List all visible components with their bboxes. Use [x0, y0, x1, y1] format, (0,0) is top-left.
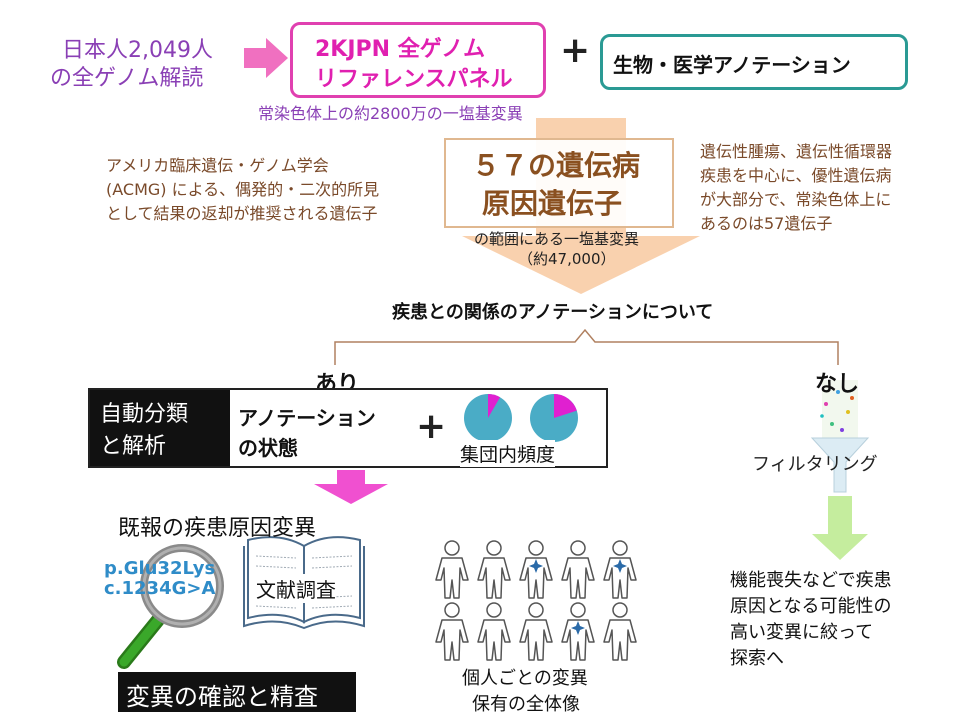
person-icon [561, 602, 595, 661]
right-note-line1: 遺伝性腫瘍、遺伝性循環器 [700, 142, 893, 161]
auto-label-block: 自動分類 と解析 [90, 390, 230, 466]
variants-line1: の範囲にある一塩基変異 [474, 230, 640, 248]
genes-line2: 原因遺伝子 [482, 187, 623, 220]
variant-cdna: c.1234G>A [104, 578, 216, 599]
variant-star-icon [613, 559, 627, 573]
no-label: なし [815, 372, 860, 397]
person-icon [519, 540, 553, 599]
right-note-line4: あるのは57遺伝子 [700, 214, 833, 233]
literature-label: 文献調査 [256, 574, 336, 603]
acmg-line3: として結果の返却が推奨される遺伝子 [106, 204, 378, 223]
narrow-line2: 原因となる可能性の [730, 596, 892, 617]
funnel-icon [810, 380, 870, 493]
plus-sign-top: + [560, 30, 591, 71]
panel-line2: リファレンスパネル [315, 67, 513, 92]
narrow-line3: 高い変異に絞って [730, 622, 874, 643]
state-line1: アノテーション [238, 406, 376, 430]
filtering-label: フィルタリング [752, 454, 878, 475]
genes-line1: ５７の遺伝病 [472, 149, 641, 182]
frequency-label: 集団内頻度 [460, 440, 556, 467]
annotation-question: 疾患との関係のアノテーションについて [392, 302, 714, 323]
people-line1: 個人ごとの変異 [462, 668, 588, 689]
narrow-line4: 探索へ [730, 648, 784, 669]
person-icon [477, 540, 511, 599]
acmg-line1: アメリカ臨床遺伝・ゲノム学会 [106, 156, 329, 175]
auto-analysis-box: 自動分類 と解析 アノテーション の状態 + 集団内頻度 [88, 388, 608, 468]
acmg-line2: (ACMG) による、偶発的・二次的所見 [106, 180, 380, 199]
right-note-line3: が大部分で、常染色体上に [700, 190, 892, 209]
pie-chart-icon-1 [464, 394, 512, 442]
source-line2: の全ゲノム解読 [50, 66, 204, 91]
right-note-line2: 疾患を中心に、優性遺伝病 [700, 166, 892, 185]
people-line2: 保有の全体像 [472, 694, 580, 715]
variant-star-icon [529, 559, 543, 573]
annotation-label: 生物・医学アノテーション [613, 53, 851, 77]
reference-panel-box: 2KJPN 全ゲノム リファレンスパネル [290, 22, 546, 98]
person-icon [477, 602, 511, 661]
auto-line2: と解析 [100, 434, 167, 459]
variants-line2: （約47,000） [518, 250, 616, 268]
state-line2: の状態 [238, 436, 298, 460]
variant-star-icon [571, 621, 585, 635]
source-line1: 日本人2,049人 [62, 38, 213, 63]
person-icon [603, 540, 637, 599]
frequency-pies [464, 394, 578, 442]
genes-box: ５７の遺伝病 原因遺伝子 [444, 138, 674, 228]
annotation-box: 生物・医学アノテーション [600, 34, 908, 90]
pie-chart-icon-2 [530, 394, 578, 442]
question-brace [334, 328, 839, 365]
magnifying-glass-icon [117, 544, 224, 669]
confirm-label: 変異の確認と精査 [126, 683, 318, 711]
variant-protein: p.Glu32Lys [104, 558, 216, 579]
person-icon [435, 540, 469, 599]
person-icon [435, 602, 469, 661]
known-variants-label: 既報の疾患原因変異 [118, 516, 317, 541]
pink-right-arrow [244, 38, 288, 78]
sparkles-icon [820, 390, 854, 432]
confirm-label-block: 変異の確認と精査 [118, 672, 356, 712]
auto-line1: 自動分類 [100, 402, 189, 427]
pink-down-arrow [314, 470, 388, 504]
person-icon [519, 602, 553, 661]
plus-sign-mid: + [416, 406, 447, 447]
green-down-arrow [812, 496, 868, 560]
panel-caption: 常染色体上の約2800万の一塩基変異 [258, 104, 523, 123]
panel-line1: 2KJPN 全ゲノム [315, 37, 486, 62]
person-icon [561, 540, 595, 599]
person-icon [603, 602, 637, 661]
people-grid [435, 540, 637, 661]
narrow-line1: 機能喪失などで疾患 [730, 570, 892, 591]
